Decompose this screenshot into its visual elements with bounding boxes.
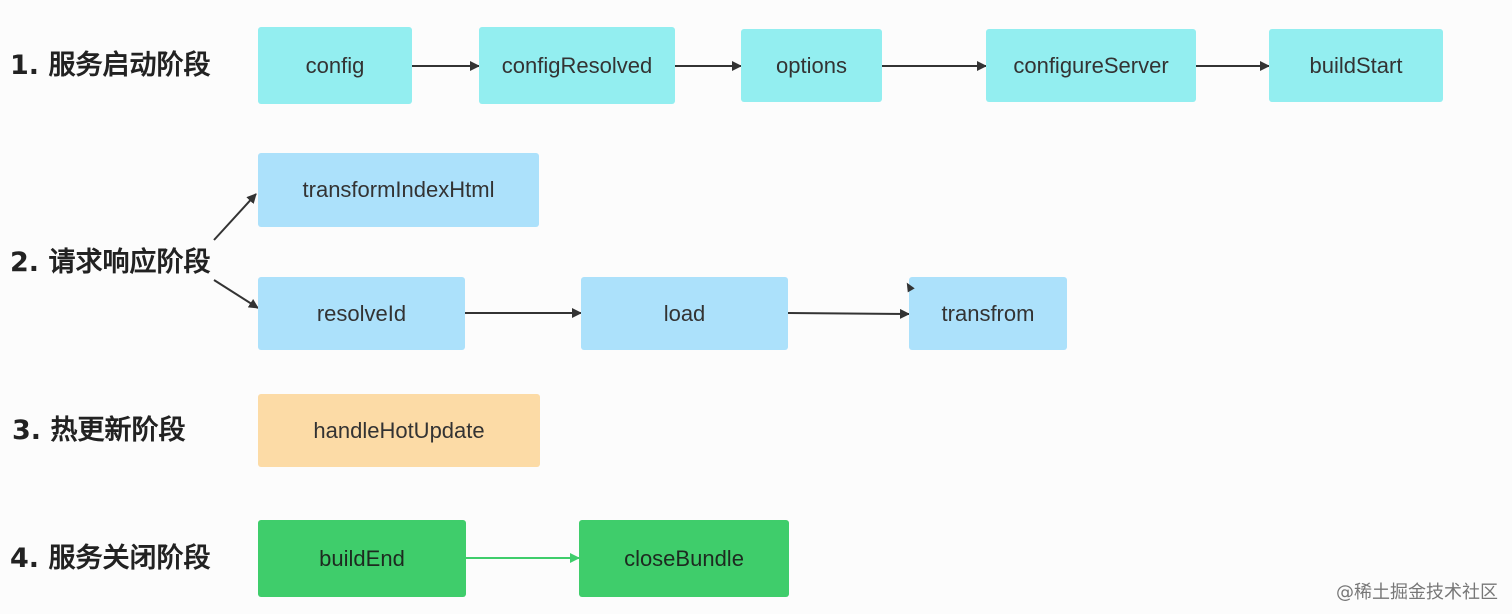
node-closebundle: closeBundle bbox=[579, 520, 789, 597]
node-resolveid: resolveId bbox=[258, 277, 465, 350]
node-config: config bbox=[258, 27, 412, 104]
node-configureserver: configureServer bbox=[986, 29, 1196, 102]
node-load: load bbox=[581, 277, 788, 350]
node-options: options bbox=[741, 29, 882, 102]
arrow-stage2-to-transformindexhtml bbox=[213, 193, 257, 241]
node-transfrom: transfrom bbox=[909, 277, 1067, 350]
node-handlehotupdate: handleHotUpdate bbox=[258, 394, 540, 467]
node-buildend: buildEnd bbox=[258, 520, 466, 597]
node-configresolved: configResolved bbox=[479, 27, 675, 104]
stage-label-request: 2. 请求响应阶段 bbox=[10, 247, 211, 278]
stage-label-startup: 1. 服务启动阶段 bbox=[10, 50, 211, 81]
stage-label-hot-update: 3. 热更新阶段 bbox=[12, 415, 186, 446]
arrow-load-to-transfrom bbox=[787, 308, 910, 319]
stage-label-shutdown: 4. 服务关闭阶段 bbox=[10, 543, 211, 574]
arrow-stage2-to-resolveid bbox=[213, 279, 259, 309]
node-transformindexhtml: transformIndexHtml bbox=[258, 153, 539, 227]
node-buildstart: buildStart bbox=[1269, 29, 1443, 102]
watermark: @稀土掘金技术社区 bbox=[1336, 582, 1498, 603]
